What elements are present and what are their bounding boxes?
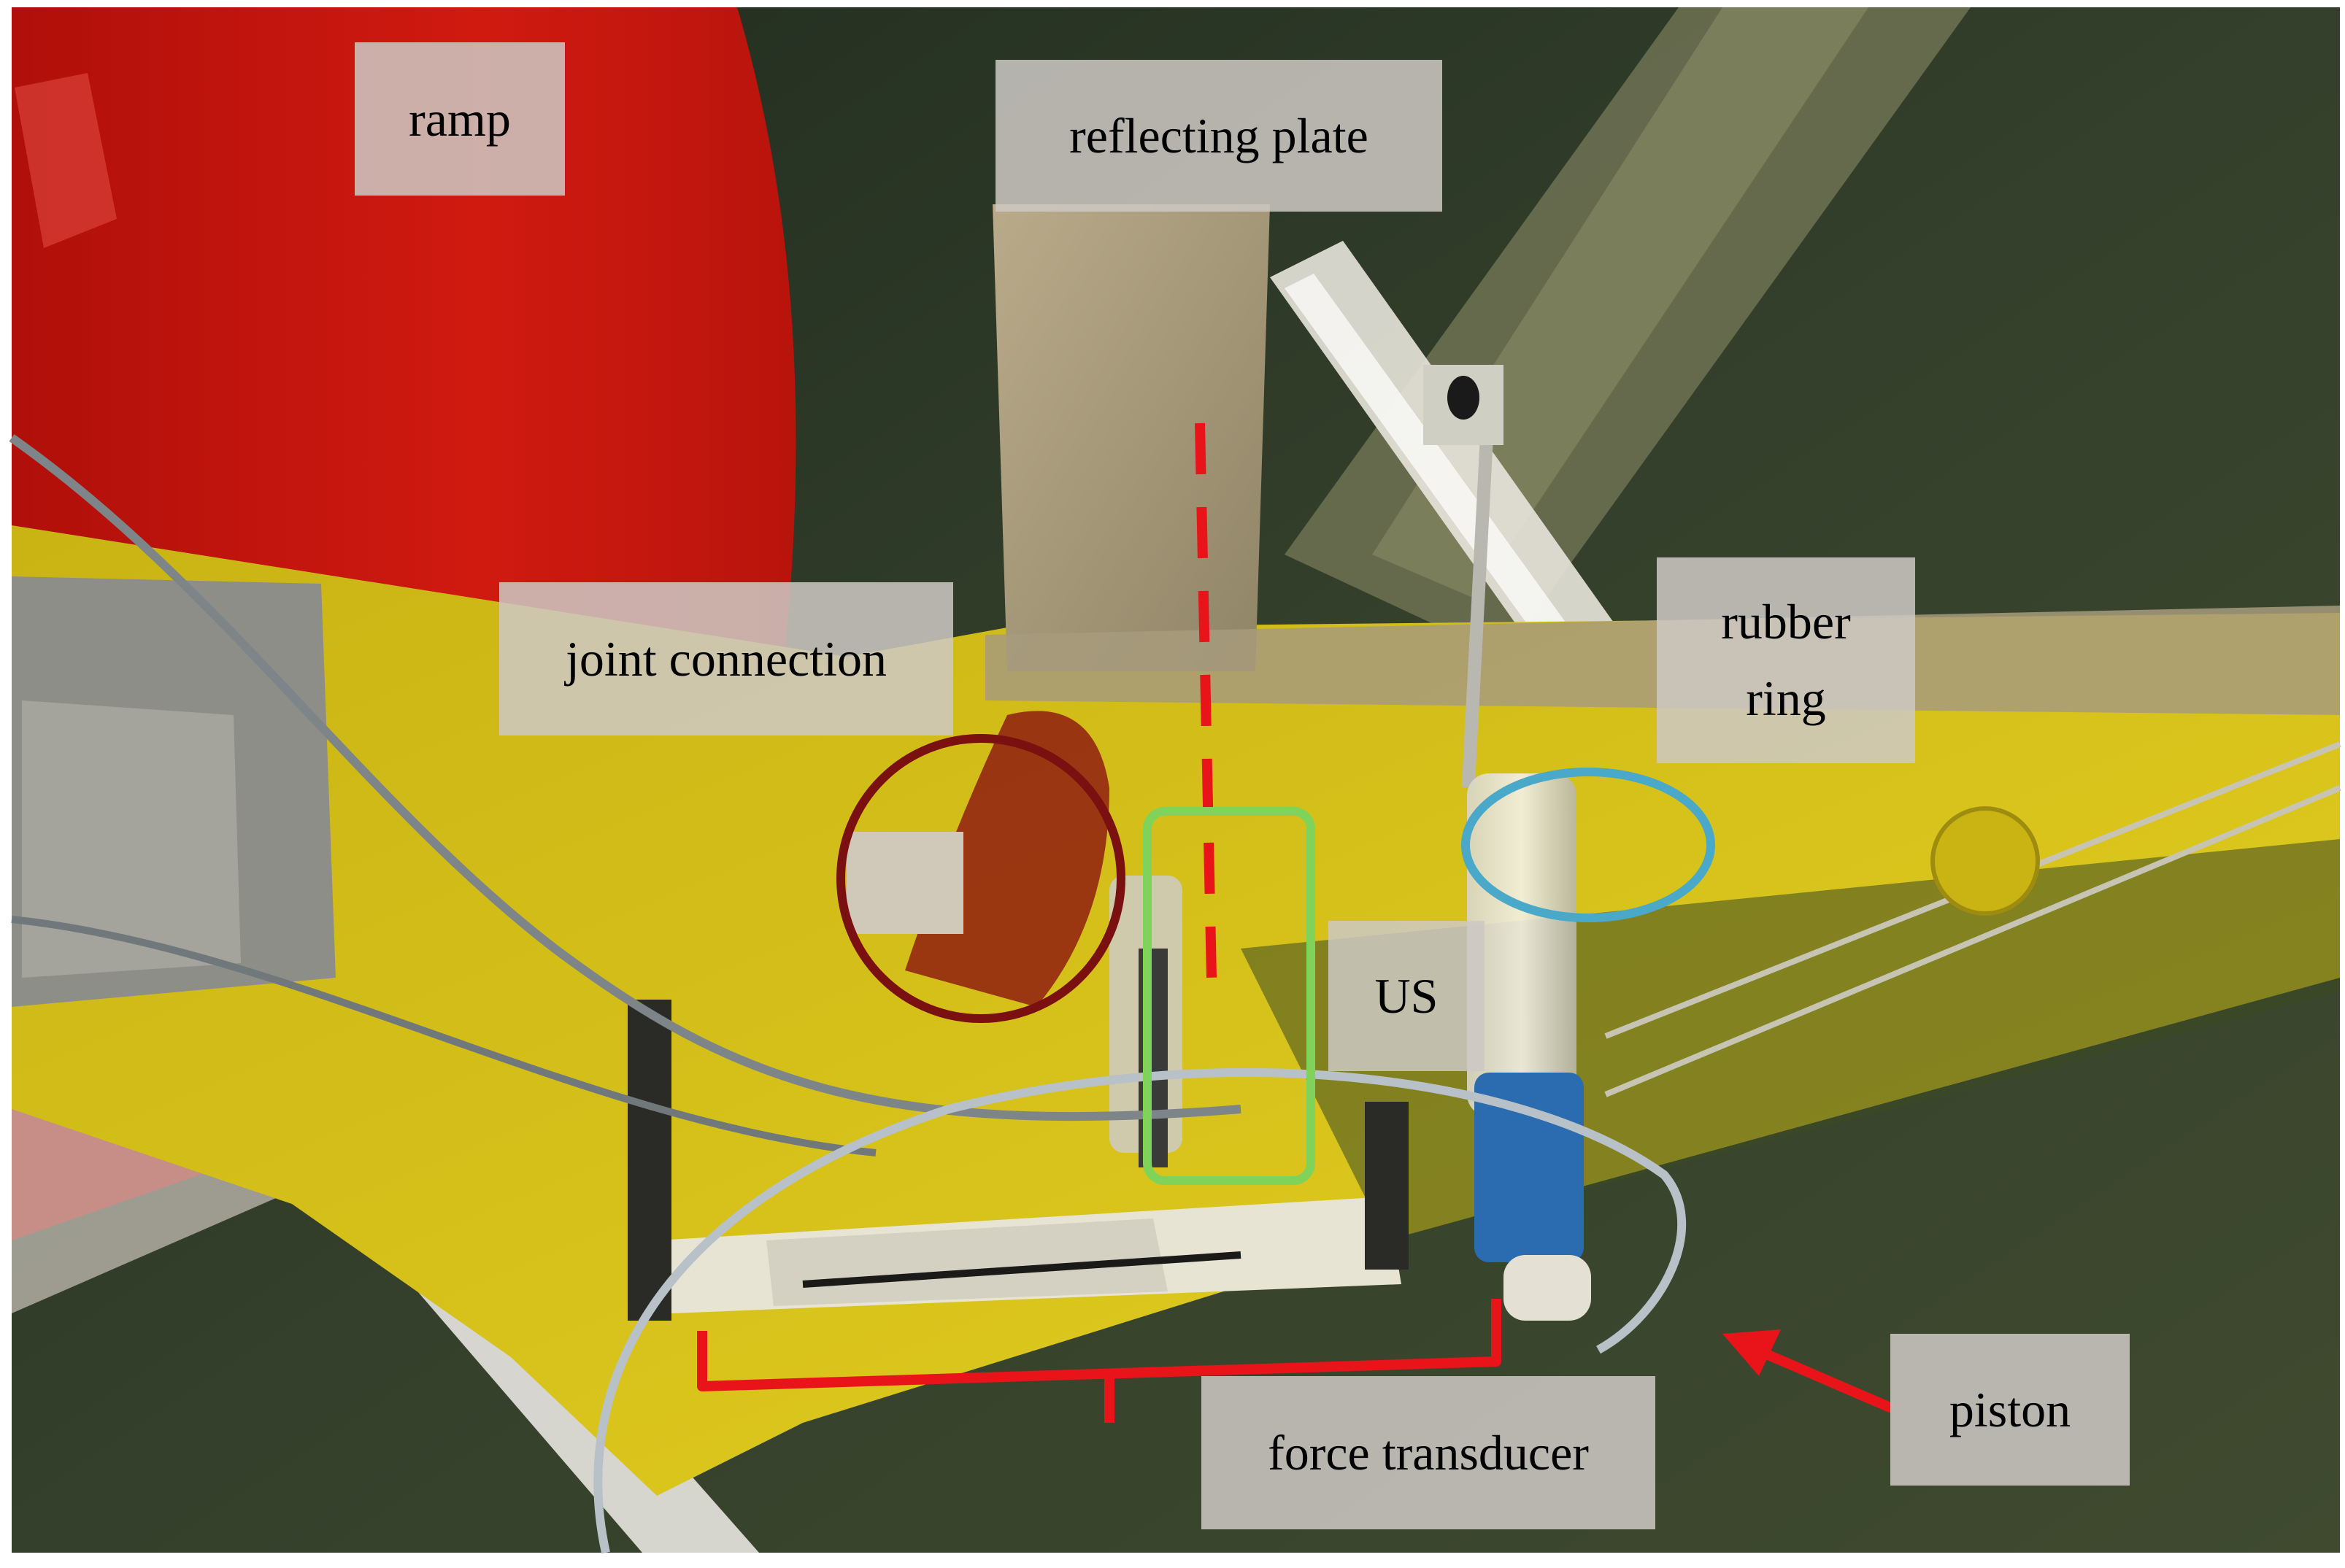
label-piston: piston: [1890, 1334, 2130, 1486]
joint-circle: [836, 734, 1125, 1023]
label-ramp: ramp: [355, 42, 565, 196]
red-dashed-line: [1195, 422, 1217, 978]
us-highlight-box: [1143, 807, 1315, 1185]
label-joint-connection-text: joint connection: [565, 630, 887, 687]
label-rubber-ring: rubber ring: [1657, 557, 1915, 763]
label-piston-text: piston: [1949, 1381, 2071, 1437]
piston-rod: [1461, 408, 1495, 788]
label-reflecting-plate-text: reflecting plate: [1069, 107, 1368, 163]
rubber-ring-ellipse: [1461, 768, 1715, 922]
label-force-transducer-text: force transducer: [1268, 1424, 1589, 1480]
label-force-transducer: force transducer: [1201, 1376, 1655, 1529]
label-us: US: [1328, 921, 1485, 1071]
label-reflecting-plate: reflecting plate: [996, 60, 1442, 212]
clear-tube: [593, 1068, 1687, 1554]
label-ramp-text: ramp: [409, 90, 511, 147]
force-transducer-bracket: [697, 1299, 1501, 1391]
label-joint-connection: joint connection: [499, 582, 953, 735]
label-us-text: US: [1374, 968, 1439, 1024]
piston-arrow-head: [1722, 1329, 1781, 1376]
label-rubber-ring-line1: rubber: [1721, 593, 1851, 649]
joint-block: [847, 832, 963, 934]
piston-cylinder: [1467, 773, 1576, 1116]
reflecting-plate: [993, 204, 1270, 671]
label-rubber-ring-line2: ring: [1746, 671, 1826, 726]
